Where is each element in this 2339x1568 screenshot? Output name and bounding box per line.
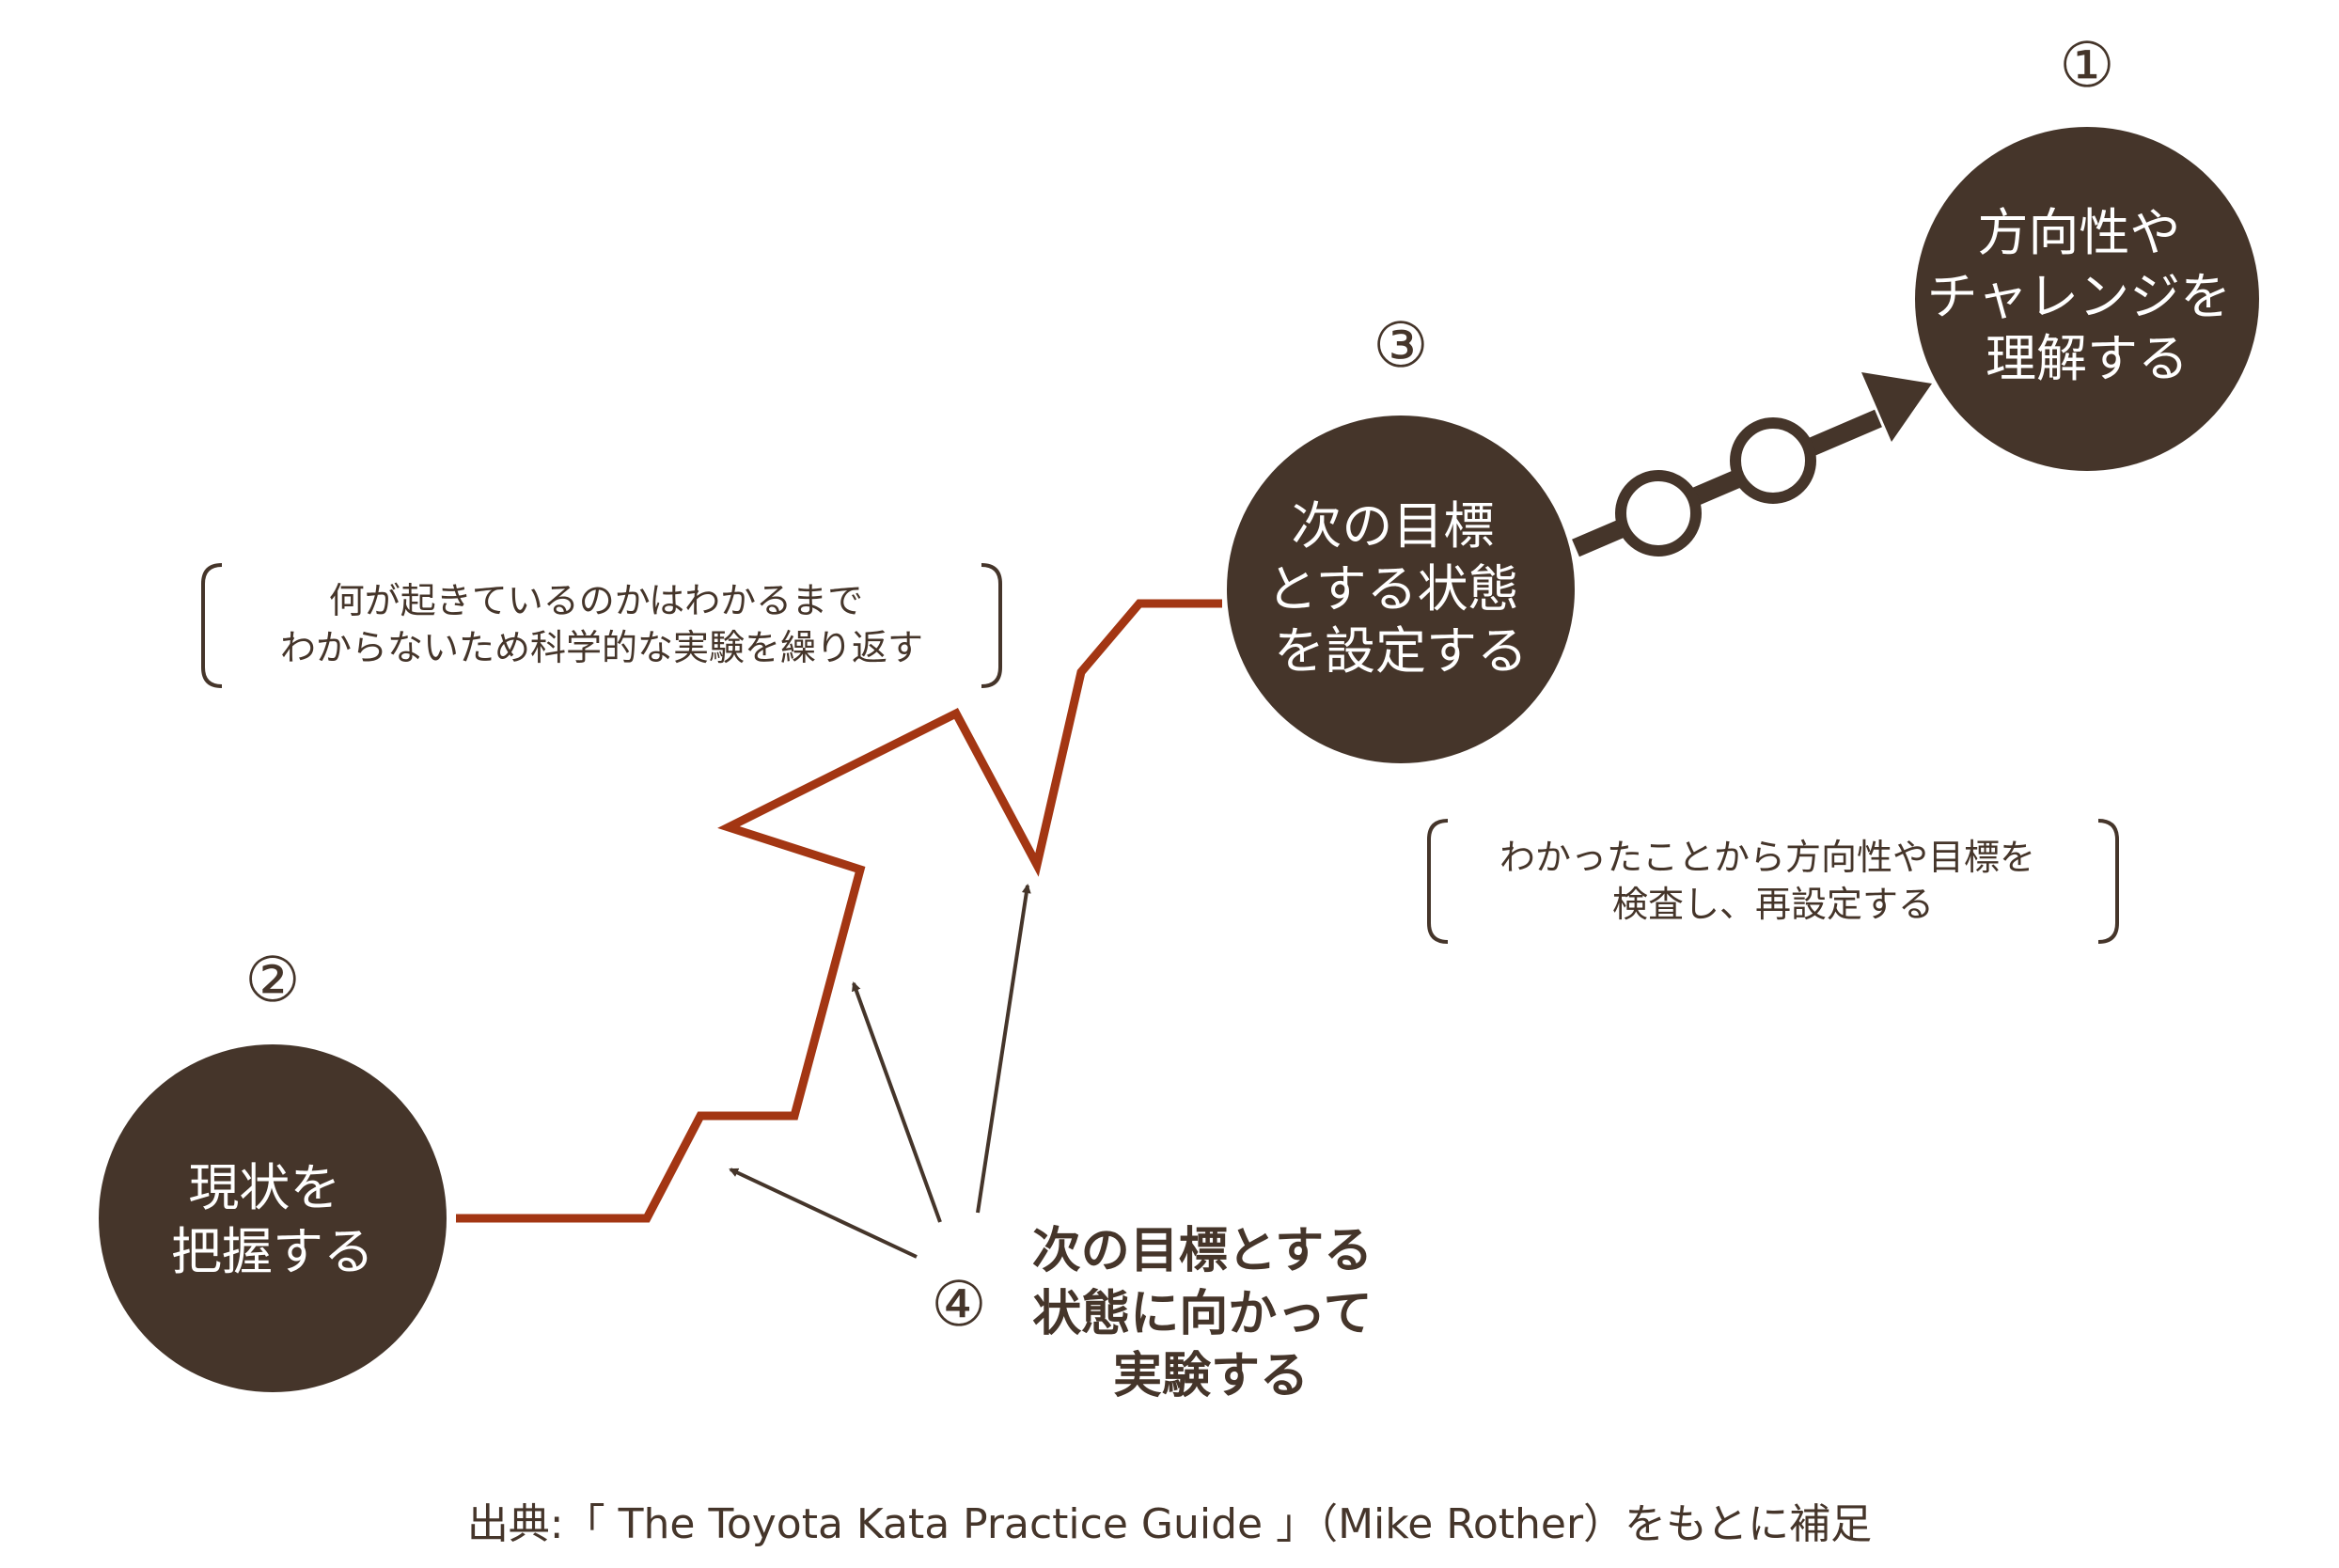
step2-number: ②: [244, 944, 300, 1016]
arrow-to-path-2: [852, 981, 942, 1223]
review-note-right-bracket: [2097, 819, 2119, 944]
direction-arrowhead: [1861, 372, 1932, 442]
step1-line3: 理解する: [1986, 329, 2189, 388]
step1-number: ①: [2059, 29, 2114, 102]
step1-line1: 方向性や: [1977, 203, 2180, 262]
step1-circle: [1915, 127, 2259, 471]
experiment-note-right-bracket: [981, 563, 1002, 688]
arrow-to-path-1: [729, 1168, 918, 1259]
step1-line2: チャレンジを: [1927, 267, 2231, 326]
step3-number: ③: [1373, 309, 1428, 382]
milestone-circle-2: [1730, 417, 1816, 504]
experiment-note-left-bracket: [201, 563, 223, 688]
step4-number: ④: [931, 1268, 986, 1341]
review-note-line2: 検査し、再設定する: [1612, 884, 1934, 925]
step2-text: 現状を 把握する: [171, 1158, 374, 1281]
step3-line3: を設定する: [1274, 621, 1528, 681]
experiment-note-line1: 何が起きているのかはわかるまで: [329, 580, 863, 621]
step4-line1: 次の目標とする: [1032, 1223, 1373, 1279]
step3-line2: とする状態: [1266, 559, 1518, 619]
review-note-left-bracket: [1427, 819, 1449, 944]
step4-text: 次の目標とする 状態に向かって 実験する: [1032, 1223, 1390, 1404]
experiment-note: 何が起きているのかはわかるまで わからないため科学的な実験を繰り返す: [280, 580, 923, 668]
step3-circle: [1227, 416, 1575, 763]
step4-line2: 状態に向かって: [1032, 1286, 1372, 1342]
step1-text: 方向性や チャレンジを 理解する: [1927, 203, 2248, 388]
experiment-note-line2: わからないため科学的な実験を繰り返す: [280, 627, 923, 668]
experiment-path: [456, 599, 1222, 1223]
step2-circle: [99, 1044, 447, 1392]
source-citation: 出典:「 The Toyota Kata Practice Guide 」（Mi…: [467, 1500, 1872, 1548]
step2-line2: 把握する: [171, 1222, 374, 1281]
arrow-to-path-3: [976, 884, 1031, 1214]
step2-line1: 現状を: [188, 1158, 340, 1217]
step3-line1: 次の目標: [1291, 496, 1494, 556]
step3-text: 次の目標 とする状態 を設定する: [1266, 496, 1535, 681]
review-note-line1: わかったことから方向性や目標を: [1499, 837, 2035, 878]
step4-line3: 実験する: [1113, 1348, 1309, 1404]
milestone-circle-1: [1615, 470, 1702, 557]
review-note: わかったことから方向性や目標を 検査し、再設定する: [1499, 837, 2047, 925]
